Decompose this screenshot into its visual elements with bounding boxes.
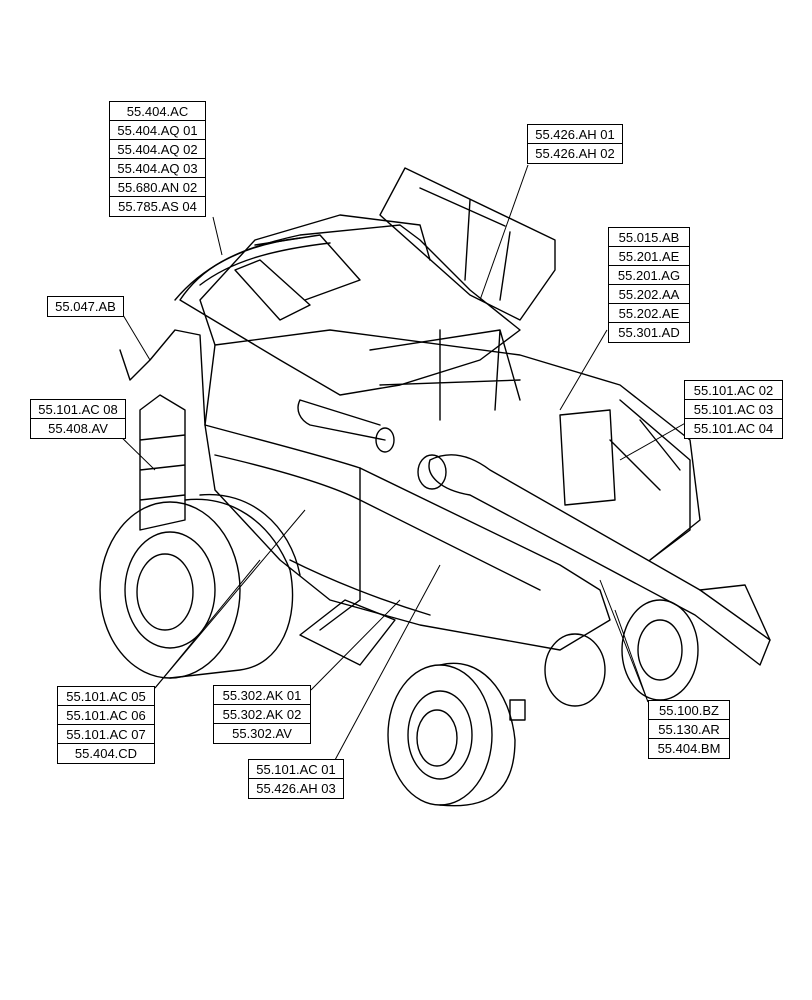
part-code: 55.101.AC 04 (693, 421, 774, 436)
part-code: 55.785.AS 04 (118, 199, 197, 214)
part-code: 55.404.AQ 01 (110, 121, 205, 140)
unloading-auger (428, 454, 771, 666)
part-code: 55.302.AV (232, 726, 292, 741)
part-code: 55.404.AQ 03 (110, 159, 205, 178)
part-code: 55.101.AC 01 (249, 760, 343, 779)
callout-bottom-lower: 55.101.AC 01 55.426.AH 03 (248, 759, 344, 799)
part-code: 55.101.AC 06 (58, 706, 154, 725)
part-code: 55.302.AK 02 (214, 705, 310, 724)
callout-top-left: 55.404.AC 55.404.AQ 01 55.404.AQ 02 55.4… (109, 101, 206, 217)
rear-left-wheel (387, 664, 493, 806)
callout-bottom-left: 55.101.AC 05 55.101.AC 06 55.101.AC 07 5… (57, 686, 155, 764)
callout-left-single: 55.047.AB (47, 296, 124, 317)
part-code: 55.047.AB (55, 299, 116, 314)
part-code: 55.101.AC 08 (31, 400, 125, 419)
part-code: 55.101.AC 03 (685, 400, 782, 419)
part-code: 55.404.AC (110, 102, 205, 121)
part-code: 55.202.AE (609, 304, 689, 323)
part-code: 55.404.AQ 02 (110, 140, 205, 159)
callout-bottom-center: 55.302.AK 01 55.302.AK 02 55.302.AV (213, 685, 311, 744)
front-right-wheel (621, 599, 699, 701)
part-code: 55.426.AH 01 (528, 125, 622, 144)
ladder (139, 394, 186, 531)
part-code: 55.101.AC 07 (58, 725, 154, 744)
part-code: 55.680.AN 02 (110, 178, 205, 197)
callout-top-center: 55.426.AH 01 55.426.AH 02 (527, 124, 623, 164)
part-code: 55.130.AR (649, 720, 729, 739)
part-code: 55.404.CD (74, 746, 138, 761)
callout-right-mid: 55.101.AC 02 55.101.AC 03 55.101.AC 04 (684, 380, 783, 439)
part-code: 55.202.AA (609, 285, 689, 304)
callout-bottom-right: 55.100.BZ 55.130.AR 55.404.BM (648, 700, 730, 759)
part-code: 55.404.BM (657, 741, 721, 756)
part-code: 55.426.AH 03 (256, 781, 336, 796)
part-code: 55.301.AD (618, 325, 680, 340)
lid-panel (379, 167, 556, 321)
body-outline (204, 424, 611, 651)
part-code: 55.426.AH 02 (535, 146, 615, 161)
callout-left-mid: 55.101.AC 08 55.408.AV (30, 399, 126, 439)
part-code: 55.201.AG (609, 266, 689, 285)
grain-tank (179, 224, 521, 396)
part-code: 55.302.AK 01 (214, 686, 310, 705)
part-code: 55.101.AC 02 (685, 381, 782, 400)
part-code: 55.100.BZ (649, 701, 729, 720)
part-code: 55.101.AC 05 (58, 687, 154, 706)
callout-right-upper: 55.015.AB 55.201.AE 55.201.AG 55.202.AA … (608, 227, 690, 343)
part-code: 55.201.AE (609, 247, 689, 266)
part-code: 55.015.AB (609, 228, 689, 247)
front-left-wheel (99, 501, 241, 679)
part-code: 55.408.AV (48, 421, 108, 436)
